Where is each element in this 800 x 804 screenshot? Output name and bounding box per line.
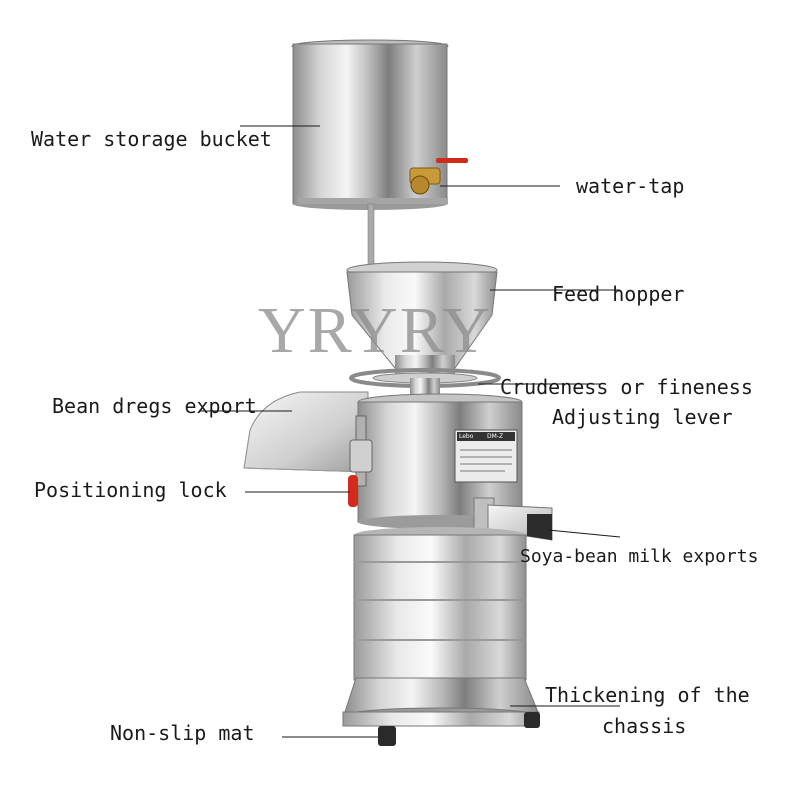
water-tap	[409, 158, 468, 195]
label-bean-dregs-export: Bean dregs export	[52, 394, 257, 418]
nameplate	[454, 429, 518, 483]
adjusting-lever-wheel	[349, 368, 501, 400]
lower-body	[353, 527, 527, 681]
label-water-storage-bucket: Water storage bucket	[31, 127, 272, 151]
label-crudeness-line2: Adjusting lever	[552, 405, 733, 429]
label-feed-hopper: Feed hopper	[552, 282, 685, 306]
chassis	[342, 677, 540, 727]
nameplate-brand: Lebo	[459, 433, 474, 440]
leader-lines	[200, 125, 621, 738]
label-thickening-line1: Thickening of the	[545, 683, 750, 707]
label-thickening-line2: chassis	[602, 714, 687, 738]
leader-milk-exports	[547, 529, 621, 538]
feed-hopper	[346, 261, 498, 375]
watermark: YRYRY	[258, 294, 492, 367]
bean-dregs-chute	[243, 391, 369, 473]
label-positioning-lock: Positioning lock	[34, 478, 227, 502]
nameplate-model: DM-Z	[487, 433, 504, 440]
label-crudeness-line1: Crudeness or fineness	[500, 375, 753, 399]
label-non-slip-mat: Non-slip mat	[110, 721, 255, 745]
non-slip-mat-feet	[378, 712, 540, 746]
positioning-lock	[348, 415, 373, 507]
label-soya-bean-milk-exports: Soya-bean milk exports	[520, 546, 759, 567]
label-water-tap: water-tap	[576, 174, 685, 198]
